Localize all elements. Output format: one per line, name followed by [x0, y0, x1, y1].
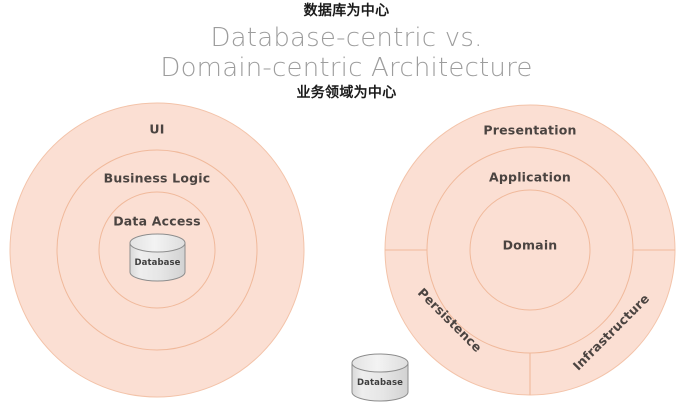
- label-application[interactable]: Application: [489, 169, 571, 185]
- label-domain[interactable]: Domain: [502, 237, 558, 253]
- label-left-database: Database: [134, 258, 181, 268]
- label-presentation[interactable]: Presentation: [483, 122, 577, 138]
- right-sector-dividers: [385, 249, 675, 395]
- left-database-cylinder[interactable]: [129, 233, 186, 282]
- bottom-database-cylinder[interactable]: [351, 353, 409, 402]
- right-architecture-circles: [384, 104, 676, 396]
- label-ui[interactable]: UI: [149, 121, 165, 137]
- label-bottom-database: Database: [356, 378, 404, 388]
- label-business-logic[interactable]: Business Logic: [103, 170, 211, 186]
- right-ring-domain[interactable]: [469, 189, 591, 311]
- label-data-access[interactable]: Data Access: [113, 213, 201, 229]
